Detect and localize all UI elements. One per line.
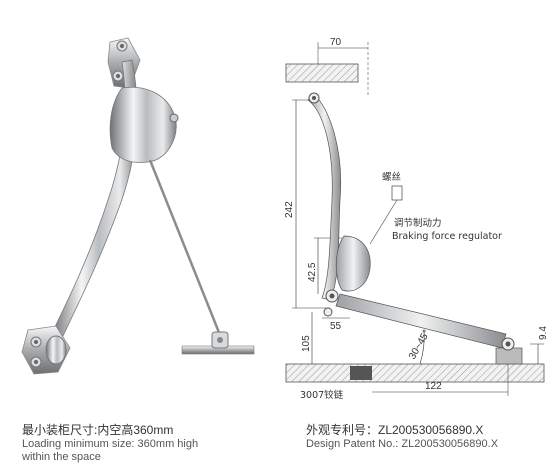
bottom-bracket	[181, 331, 255, 355]
dim-base-offset: 55	[330, 321, 342, 332]
regulator-screw	[169, 113, 179, 123]
product-photo	[21, 37, 255, 375]
caption-right-cn: 外观专利号：ZL200530056890.X	[306, 423, 484, 437]
dim-base-length: 122	[425, 381, 442, 392]
label-regulator-en: Braking force regulator	[392, 231, 502, 242]
drawing-arm	[307, 93, 342, 301]
bottom-panel	[285, 363, 545, 383]
caption-right-en: Design Patent No.: ZL200530056890.X	[306, 438, 499, 450]
hinge-block	[350, 366, 372, 380]
caption-left-cn: 最小装柜尺寸:内空高360mm	[22, 423, 174, 437]
caption-left-en-2: within the space	[22, 451, 101, 463]
support-rod	[148, 159, 224, 341]
label-screw: 螺丝	[382, 171, 401, 183]
label-regulator-cn: 调节制动力	[394, 217, 442, 229]
bottom-mount-plate	[21, 325, 71, 375]
caption-left-en-1: Loading minimum size: 360mm high	[22, 438, 199, 450]
technical-drawing: 70 242 42.5 105 55 9.4 30~45° 122 螺丝 调节制…	[284, 37, 549, 400]
top-panel	[285, 63, 359, 83]
dim-bottom-height: 105	[301, 335, 312, 352]
damper-housing	[109, 86, 177, 163]
dim-top-width: 70	[330, 37, 342, 48]
dim-hinge-offset: 42.5	[307, 262, 318, 282]
drawing-damper	[335, 235, 371, 292]
label-hinge: 3007铰链	[300, 389, 344, 400]
dim-bracket-height: 9.4	[538, 326, 549, 340]
dim-arm-length: 242	[284, 201, 295, 218]
dim-angle: 30~45°	[407, 328, 433, 361]
